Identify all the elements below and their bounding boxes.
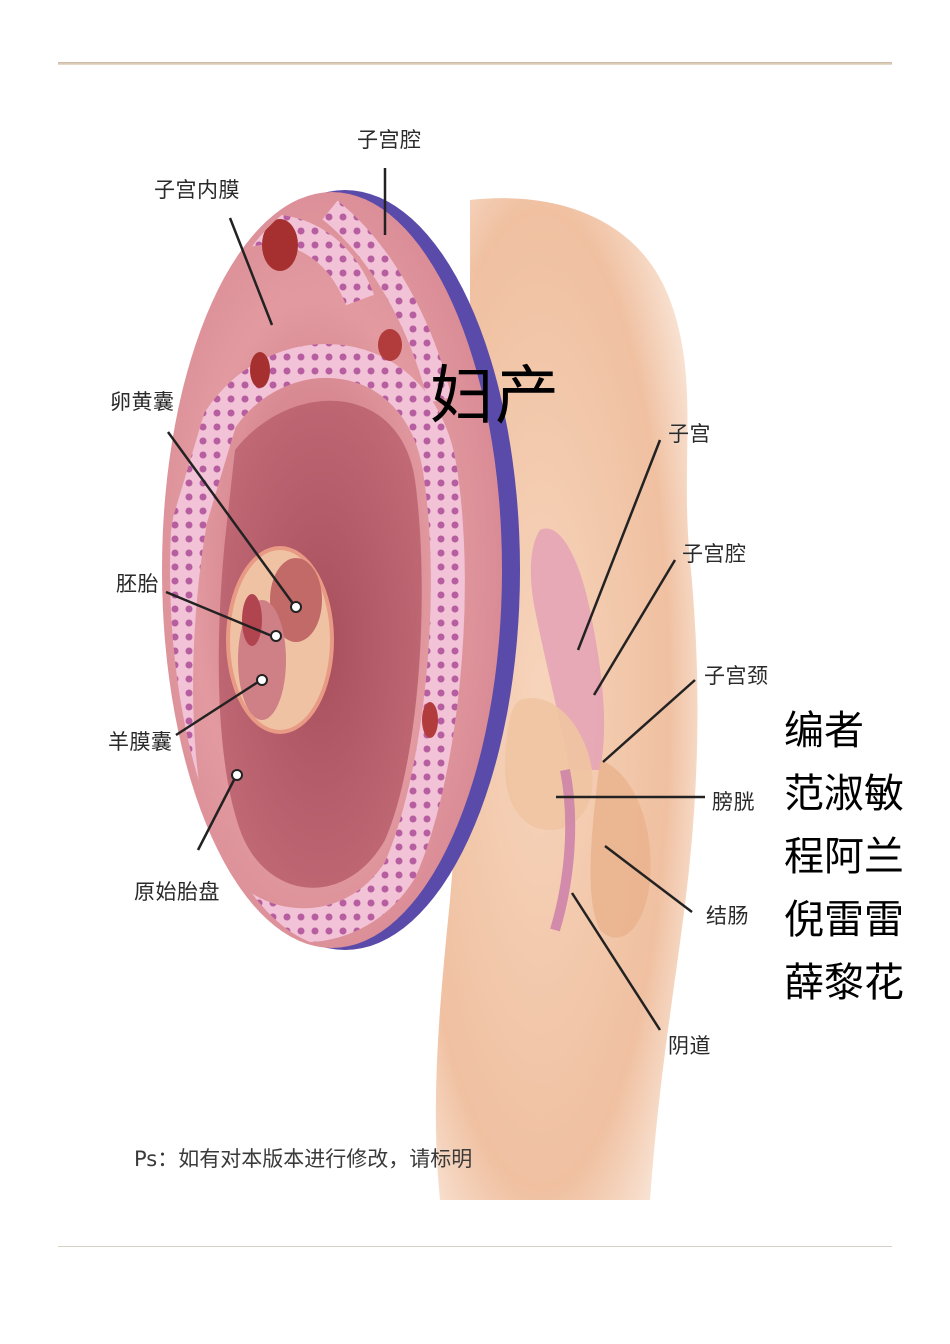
label-uterus: 子宫 (668, 422, 711, 446)
label-embryo: 胚胎 (116, 572, 159, 596)
label-bladder: 膀胱 (712, 790, 755, 814)
label-cervix: 子宫颈 (704, 664, 769, 688)
edit-note: Ps：如有对本版本进行修改，请标明 (134, 1147, 473, 1171)
label-uterine-cavity-top: 子宫腔 (357, 128, 422, 152)
label-uterine-cavity: 子宫腔 (682, 542, 747, 566)
label-endometrium: 子宫内膜 (154, 178, 240, 202)
author-name: 范淑敏 (784, 771, 904, 817)
blood-vessel (250, 352, 270, 388)
uterus-side-shape (530, 528, 605, 770)
top-divider (58, 62, 892, 65)
label-yolk-sac: 卵黄囊 (110, 390, 175, 414)
blood-vessel (378, 329, 402, 361)
author-name: 程阿兰 (784, 834, 904, 880)
vagina-shape (550, 769, 576, 932)
yolk-sac-shape (270, 558, 322, 642)
blood-vessel (262, 219, 298, 271)
label-primitive-placenta: 原始胎盘 (134, 880, 220, 904)
colon-shape (590, 760, 651, 938)
embryo-shape (242, 594, 262, 646)
page-title: 妇产 (430, 360, 560, 434)
authors-heading: 编者 (784, 708, 864, 754)
outer-band-2 (322, 200, 452, 403)
label-amniotic-sac: 羊膜囊 (108, 730, 173, 754)
author-name: 倪雷雷 (784, 897, 904, 943)
authors-block: 编者 范淑敏 程阿兰 倪雷雷 薛黎花 (784, 700, 904, 1015)
blood-vessel (422, 702, 438, 738)
label-colon: 结肠 (706, 904, 749, 928)
author-name: 薛黎花 (784, 960, 904, 1006)
bottom-divider (58, 1246, 892, 1247)
label-vagina: 阴道 (668, 1034, 711, 1058)
